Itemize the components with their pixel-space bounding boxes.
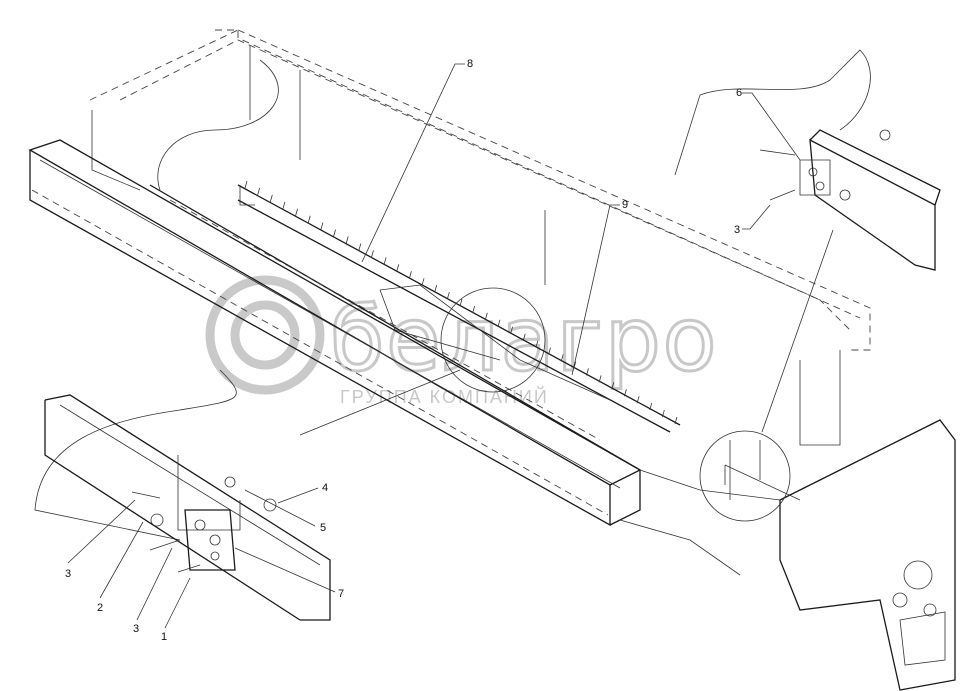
callout-2: 2 [97,602,103,614]
rail-tooth [295,208,298,216]
washer-icon [150,513,164,527]
rail-tooth [522,333,526,341]
hole-icon [923,603,937,617]
rail-tooth [624,389,627,397]
callout-5: 5 [320,522,326,534]
callout-7: 7 [338,588,344,600]
callouts: 8 9 6 3 4 5 7 3 2 3 1 [65,58,742,643]
bolt-icon [759,149,796,156]
rail-tooth [257,187,261,196]
rail-tooth [560,354,564,362]
hole-icon [892,592,908,608]
rail-tooth [598,375,602,383]
header-frame [89,29,871,446]
rail-tooth [497,319,501,327]
nut-icon [224,476,236,488]
bolt-icon [769,189,796,201]
rail-tooth [269,194,273,202]
rail-tooth [409,271,412,279]
rail-tooth [636,396,640,404]
callout-3-left: 3 [65,568,71,580]
inner-rail [149,184,681,471]
rail-tooth [307,215,311,223]
rail-tooth [459,298,463,307]
rail-tooth [649,403,653,411]
bolt-icon [131,491,161,499]
rail-tooth [345,236,349,244]
callout-leaders [67,63,801,629]
inset-top-right [674,49,941,271]
detail-circle-right [699,430,791,522]
rail-tooth [383,257,387,265]
rail-tooth [548,347,551,355]
bolt-icon [177,564,201,573]
bolt-hole-icon [209,534,221,546]
rail-tooth [586,368,589,376]
watermark-logo-outer-icon [205,275,325,395]
rail-tooth [434,285,438,293]
right-end-plate [619,419,956,691]
rail-tooth [282,201,286,209]
watermark-brand: белагро [330,288,719,391]
callout-3-mid: 3 [133,623,139,635]
bolt-hole-icon [808,167,818,177]
watermark-logo-inner-icon [230,300,300,370]
rail-tooth [396,264,400,272]
callout-9: 9 [622,199,628,211]
rail-tooth [674,416,678,425]
callout-6: 6 [736,87,742,99]
rail-tooth [535,340,539,348]
bolt-hole-icon [815,181,825,191]
inset-leader-left [299,369,461,436]
rail-tooth [510,326,513,334]
callout-3-top: 3 [734,224,740,236]
rail-tooth [472,305,476,314]
callout-8: 8 [467,58,473,70]
inset-leader [761,229,834,433]
rail-tooth [484,312,488,320]
bolt-hole-icon [194,519,206,531]
rail-tooth [320,222,324,230]
nut-icon [879,129,891,141]
nut-icon [839,189,851,201]
rail-tooth [421,278,425,286]
inset-bottom-left [34,369,331,621]
callout-4: 4 [322,482,328,494]
washer-icon [263,498,277,512]
rail-tooth [371,250,374,258]
hole-icon [903,560,933,590]
rail-tooth [358,243,362,251]
detail-circle-right-content [724,440,801,501]
rail-tooth [446,291,450,300]
detail-circle-center [440,287,546,393]
rail-teeth [244,180,678,425]
rail-tooth [333,229,336,237]
rail-tooth [611,382,615,390]
rail-tooth [244,180,248,189]
bolt-hole-icon [210,551,220,561]
callout-1: 1 [161,631,167,643]
rail-tooth [661,409,665,418]
rail-tooth [573,361,577,369]
watermark-subtitle: ГРУППА КОМПАНИЙ [340,386,549,407]
bolt-icon [149,539,181,551]
